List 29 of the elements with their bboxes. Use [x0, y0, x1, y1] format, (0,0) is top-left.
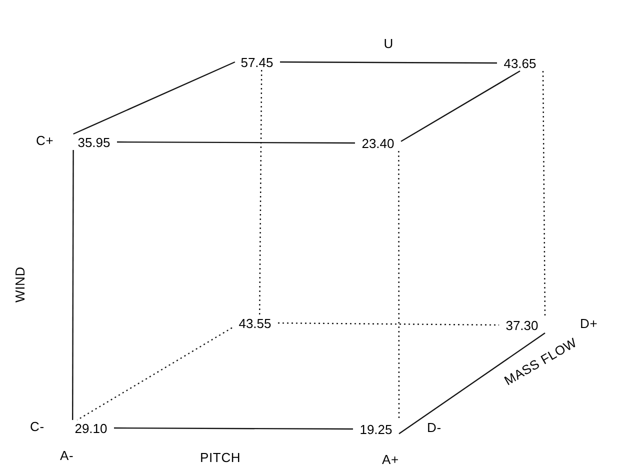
level-label: C+: [36, 134, 54, 147]
dotted-edge: [259, 70, 262, 315]
level-label: A-: [60, 449, 74, 462]
cube-edge: [117, 141, 355, 144]
axis-label: WIND: [13, 266, 26, 302]
corner-value: 23.40: [355, 135, 401, 151]
corner-value: 43.55: [232, 315, 278, 331]
cube-edge: [400, 70, 520, 142]
dotted-edge: [76, 327, 232, 421]
corner-value: 29.10: [68, 420, 114, 436]
corner-value: 35.95: [71, 134, 117, 150]
cube-edge: [114, 427, 353, 430]
cube-edge: [280, 61, 497, 64]
corner-value: 57.45: [234, 54, 280, 70]
dotted-edge: [278, 322, 499, 326]
cube-edge: [398, 332, 546, 434]
level-label: D+: [580, 317, 598, 330]
dotted-edge: [542, 71, 546, 317]
level-label: A+: [382, 453, 399, 466]
level-label: D-: [427, 421, 442, 434]
dotted-edge: [398, 151, 400, 421]
corner-value: 37.30: [499, 317, 545, 333]
corner-value: 43.65: [497, 55, 543, 71]
cube-edge: [72, 150, 74, 420]
axis-label: PITCH: [200, 451, 241, 464]
edge-label: U: [382, 36, 396, 50]
corner-value: 19.25: [353, 421, 399, 437]
cube-edge: [73, 61, 236, 135]
level-label: C-: [30, 420, 44, 433]
